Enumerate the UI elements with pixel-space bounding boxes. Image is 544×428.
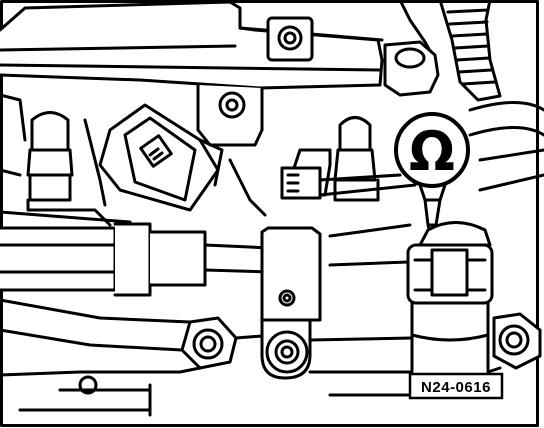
- injector-center: [333, 116, 380, 202]
- hex-nut-icon-left: [180, 316, 238, 370]
- hex-nut-icon-center: [265, 330, 309, 374]
- injector-left: [26, 111, 112, 227]
- sensor-connector: [280, 148, 417, 200]
- figure-reference-tag: N24-0616: [408, 372, 504, 400]
- rail-mounting-bracket: [196, 83, 264, 147]
- injector-right-lower: [406, 221, 494, 372]
- figure-reference-code: N24-0616: [421, 379, 491, 396]
- injector-connector-plug: [98, 103, 224, 212]
- ohm-symbol-label: Ω: [409, 120, 455, 183]
- hex-nut-icon-right: [492, 312, 542, 370]
- intake-manifold-lower: [0, 298, 502, 417]
- right-coolant-pipes: [468, 101, 544, 192]
- fuel-rail: [0, 0, 384, 90]
- line-clamp-bracket: [260, 226, 322, 380]
- ohmmeter-symbol-icon: [394, 112, 470, 188]
- left-housing-detail: [0, 93, 267, 217]
- fuel-supply-line: [0, 210, 412, 297]
- rail-sensor-body: [383, 40, 440, 97]
